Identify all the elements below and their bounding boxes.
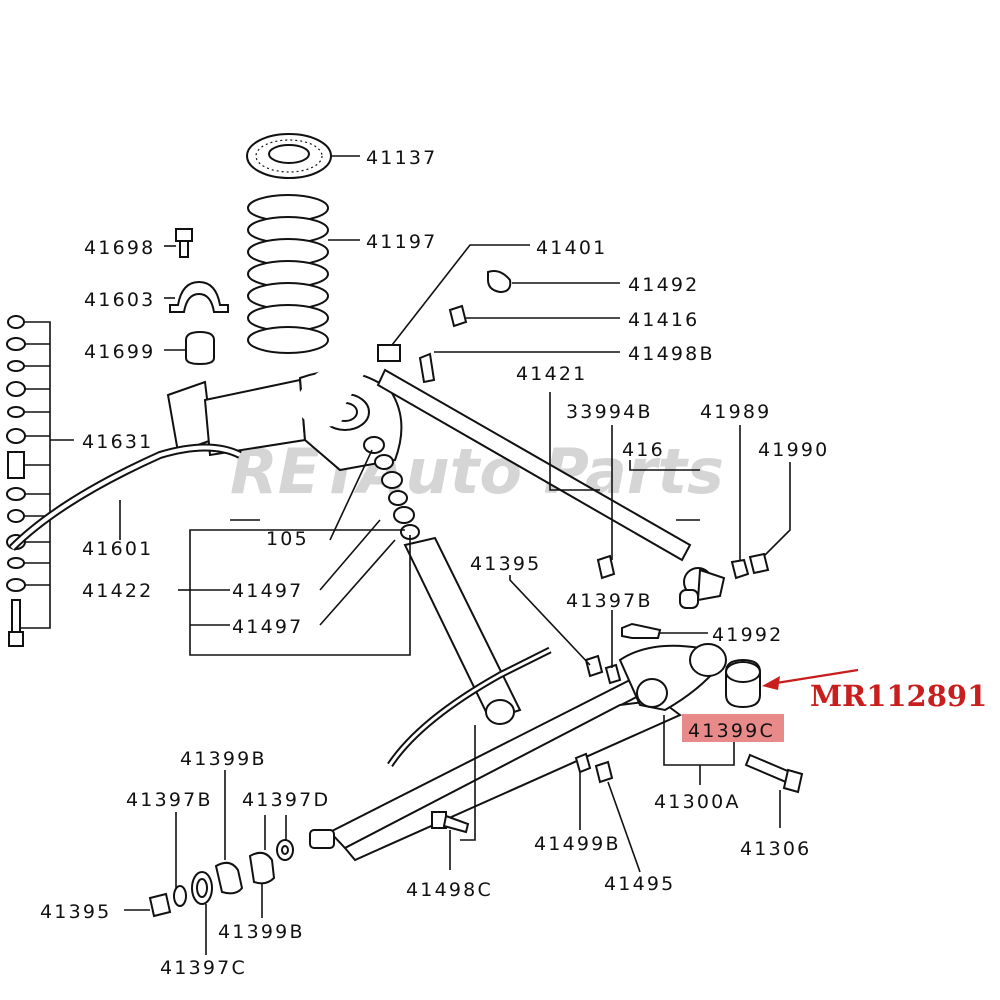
label-41603: 41603: [84, 289, 155, 311]
label-41300A: 41300A: [654, 791, 741, 813]
callout-part-number: MR112891: [810, 679, 987, 713]
nut-41395-upper: [596, 554, 616, 580]
bolt-41698: [175, 228, 193, 258]
label-41989: 41989: [700, 401, 771, 423]
bushing-set-lower: [148, 839, 294, 918]
label-41397D: 41397D: [242, 789, 330, 811]
label-41306: 41306: [740, 838, 811, 860]
label-41499B: 41499B: [534, 833, 621, 855]
label-41399C: 41399C: [688, 720, 775, 742]
label-41399B-lower: 41399B: [218, 921, 305, 943]
nut-41495: [594, 760, 614, 784]
callout-arrow-head: [762, 676, 780, 690]
callout-arrow-line: [769, 668, 859, 686]
clip-41416: [448, 304, 468, 328]
label-33994B: 33994B: [566, 401, 653, 423]
washer-41397B-arm: [604, 663, 622, 685]
label-105: 105: [266, 528, 309, 550]
label-41397C: 41397C: [160, 957, 247, 979]
clamp-41492: [487, 270, 512, 294]
bushing-41699: [185, 330, 215, 366]
label-41395-lower: 41395: [40, 901, 111, 923]
nut-41990: [748, 552, 770, 575]
connector-41401: [377, 344, 401, 362]
bolt-41992: [621, 622, 662, 639]
label-41422: 41422: [82, 580, 153, 602]
label-41397B-upper: 41397B: [566, 590, 653, 612]
label-41699: 41699: [84, 341, 155, 363]
link-stack-41631: [6, 315, 26, 647]
label-41698: 41698: [84, 237, 155, 259]
spring-seat-41137: [246, 133, 332, 179]
label-41498C: 41498C: [406, 879, 493, 901]
label-416: 416: [622, 439, 665, 461]
label-41497-lower: 41497: [232, 616, 303, 638]
label-41992: 41992: [712, 624, 783, 646]
label-41416: 41416: [628, 309, 699, 331]
label-41492: 41492: [628, 274, 699, 296]
label-41401: 41401: [536, 237, 607, 259]
label-41421: 41421: [516, 363, 587, 385]
bracket-41603: [169, 280, 229, 313]
label-41601: 41601: [82, 538, 153, 560]
trailing-arm-41300A: [309, 643, 727, 862]
callout-highlight-box: [682, 714, 784, 742]
bushing-MR112891: [725, 658, 761, 709]
bolt-41498C: [431, 811, 470, 834]
bolt-41498B: [418, 352, 436, 384]
label-41631: 41631: [82, 431, 153, 453]
label-41397B-lower: 41397B: [126, 789, 213, 811]
label-41395-upper: 41395: [470, 553, 541, 575]
label-41399B-upper: 41399B: [180, 748, 267, 770]
label-41990: 41990: [758, 439, 829, 461]
label-41197: 41197: [366, 231, 437, 253]
coil-spring-41197: [247, 194, 329, 354]
label-41498B: 41498B: [628, 343, 715, 365]
washer-41499B: [574, 752, 592, 774]
label-41495: 41495: [604, 873, 675, 895]
nut-41989: [730, 558, 750, 580]
bolt-41306: [744, 753, 804, 794]
label-41497-upper: 41497: [232, 580, 303, 602]
nut-41395-arm: [584, 654, 604, 678]
label-41137: 41137: [366, 147, 437, 169]
shock-absorber: [363, 436, 522, 725]
